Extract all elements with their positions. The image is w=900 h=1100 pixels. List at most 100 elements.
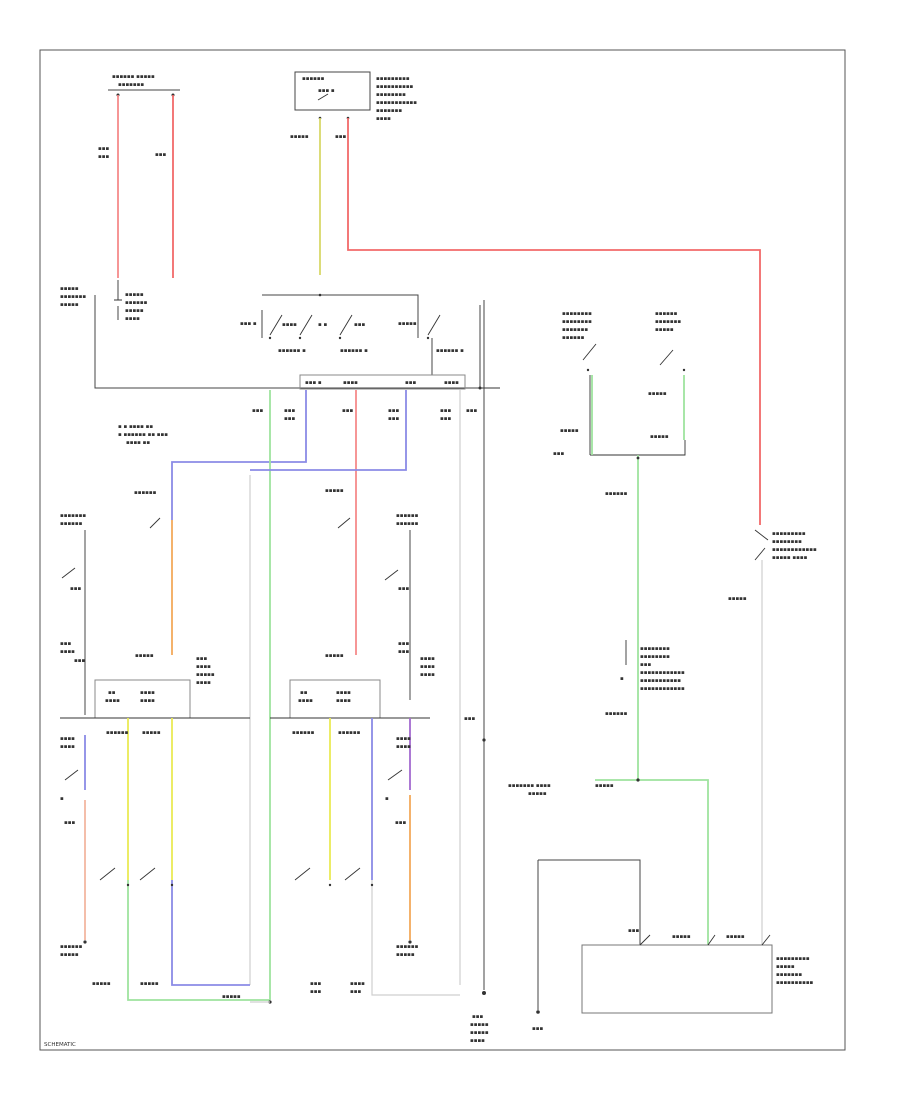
- svg-text:▪▪▪▪: ▪▪▪▪: [470, 1038, 485, 1044]
- svg-text:▪▪▪▪▪: ▪▪▪▪▪: [672, 934, 691, 940]
- svg-text:▪▪▪▪▪▪: ▪▪▪▪▪▪: [292, 730, 315, 736]
- right-door-lock: ▪▪▪▪▪ ▪▪▪▪▪▪ ▪▪▪▪▪▪ ▪▪▪ ▪▪▪ ▪▪▪ ▪▪▪▪▪ ▪▪…: [270, 488, 435, 719]
- svg-text:▪▪▪: ▪▪▪: [252, 408, 263, 414]
- svg-text:▪▪▪▪▪▪: ▪▪▪▪▪▪: [134, 490, 157, 496]
- svg-text:▪▪▪: ▪▪▪: [440, 416, 451, 422]
- svg-text:▪▪▪▪▪: ▪▪▪▪▪: [290, 134, 309, 140]
- svg-text:▪▪▪: ▪▪▪: [640, 662, 651, 668]
- svg-text:▪▪▪▪▪: ▪▪▪▪▪: [60, 952, 79, 958]
- svg-text:▪▪▪▪▪: ▪▪▪▪▪: [650, 434, 669, 440]
- svg-text:▪▪▪▪▪▪▪▪: ▪▪▪▪▪▪▪▪: [640, 654, 670, 660]
- wire-blue-1: [171, 390, 307, 520]
- wire-blue-left2: [171, 880, 250, 986]
- svg-text:▪▪▪: ▪▪▪: [98, 146, 109, 152]
- svg-text:▪▪▪▪: ▪▪▪▪: [336, 690, 351, 696]
- svg-text:▪▪▪▪▪: ▪▪▪▪▪: [325, 488, 344, 494]
- svg-text:▪▪▪▪: ▪▪▪▪: [140, 690, 155, 696]
- svg-text:▪▪▪: ▪▪▪: [388, 416, 399, 422]
- svg-text:▪▪▪▪▪: ▪▪▪▪▪: [125, 308, 144, 314]
- svg-text:▪▪▪▪▪: ▪▪▪▪▪: [398, 321, 417, 327]
- svg-text:▪▪▪▪▪▪ ▪: ▪▪▪▪▪▪ ▪: [436, 348, 464, 354]
- svg-text:▪▪▪: ▪▪▪: [155, 152, 166, 158]
- svg-text:▪▪▪▪: ▪▪▪▪: [105, 698, 120, 704]
- svg-text:▪▪▪▪▪: ▪▪▪▪▪: [648, 391, 667, 397]
- svg-text:▪▪▪: ▪▪▪: [472, 1014, 483, 1020]
- power-window-master-switch: ▪▪▪ ▪ ▪▪▪▪ ▪ ▪ ▪▪▪ ▪▪▪▪▪▪ ▪ ▪▪▪▪▪▪ ▪ ▪▪▪…: [94, 293, 500, 390]
- svg-text:▪▪▪▪▪▪▪▪: ▪▪▪▪▪▪▪▪: [562, 311, 592, 317]
- svg-text:▪▪▪▪: ▪▪▪▪: [420, 664, 435, 670]
- svg-text:▪▪▪: ▪▪▪: [398, 649, 409, 655]
- svg-text:▪: ▪: [60, 796, 64, 802]
- svg-text:▪▪▪▪▪▪: ▪▪▪▪▪▪: [60, 521, 83, 527]
- svg-text:▪▪: ▪▪: [108, 690, 116, 696]
- svg-text:▪▪▪ ▪: ▪▪▪ ▪: [318, 88, 335, 94]
- svg-text:▪: ▪: [385, 796, 389, 802]
- svg-text:▪▪▪: ▪▪▪: [342, 408, 353, 414]
- svg-text:▪▪▪▪: ▪▪▪▪: [420, 656, 435, 662]
- svg-text:▪▪▪▪▪▪▪▪: ▪▪▪▪▪▪▪▪: [376, 92, 406, 98]
- svg-text:▪▪▪▪: ▪▪▪▪: [336, 698, 351, 704]
- wire-green-left: [127, 880, 270, 1001]
- svg-text:▪▪▪▪▪: ▪▪▪▪▪: [196, 672, 215, 678]
- svg-text:▪▪▪: ▪▪▪: [310, 981, 321, 987]
- svg-text:▪▪▪▪▪▪▪▪: ▪▪▪▪▪▪▪▪: [562, 319, 592, 325]
- svg-text:▪▪▪: ▪▪▪: [464, 716, 475, 722]
- svg-text:▪▪▪▪: ▪▪▪▪: [396, 736, 411, 742]
- svg-text:▪▪▪: ▪▪▪: [70, 586, 81, 592]
- svg-text:▪▪▪▪▪: ▪▪▪▪▪: [655, 327, 674, 333]
- svg-text:▪▪▪▪▪▪▪▪: ▪▪▪▪▪▪▪▪: [640, 646, 670, 652]
- svg-text:▪▪▪▪: ▪▪▪▪: [60, 744, 75, 750]
- svg-text:▪▪▪▪▪▪▪: ▪▪▪▪▪▪▪: [562, 327, 588, 333]
- svg-text:▪▪▪▪▪▪: ▪▪▪▪▪▪: [338, 730, 361, 736]
- diagram-frame: [39, 49, 846, 1051]
- svg-text:▪▪▪: ▪▪▪: [354, 322, 365, 328]
- svg-text:▪▪▪▪▪: ▪▪▪▪▪: [92, 981, 111, 987]
- svg-text:▪▪▪▪▪▪▪▪▪: ▪▪▪▪▪▪▪▪▪: [376, 76, 410, 82]
- svg-text:▪▪▪▪▪▪ ▪: ▪▪▪▪▪▪ ▪: [278, 348, 306, 354]
- svg-text:▪▪▪: ▪▪▪: [388, 408, 399, 414]
- svg-text:▪▪▪▪▪▪: ▪▪▪▪▪▪: [396, 521, 419, 527]
- svg-text:▪▪▪▪▪▪▪▪▪: ▪▪▪▪▪▪▪▪▪: [772, 531, 806, 537]
- svg-text:▪▪▪▪▪: ▪▪▪▪▪: [726, 934, 745, 940]
- svg-text:▪▪▪▪▪: ▪▪▪▪▪: [135, 653, 154, 659]
- svg-text:▪▪▪▪▪: ▪▪▪▪▪: [396, 952, 415, 958]
- svg-text:▪▪▪: ▪▪▪: [440, 408, 451, 414]
- svg-text:▪▪▪▪▪▪▪: ▪▪▪▪▪▪▪: [376, 108, 402, 114]
- svg-text:▪▪▪▪▪▪▪: ▪▪▪▪▪▪▪: [655, 319, 681, 325]
- svg-text:▪▪▪▪▪▪▪▪: ▪▪▪▪▪▪▪▪: [772, 539, 802, 545]
- svg-text:▪▪▪▪▪▪▪: ▪▪▪▪▪▪▪: [60, 513, 86, 519]
- svg-text:▪▪▪▪▪: ▪▪▪▪▪: [142, 730, 161, 736]
- svg-text:▪▪▪▪▪: ▪▪▪▪▪: [560, 428, 579, 434]
- svg-text:▪▪▪▪▪▪▪▪▪▪▪▪: ▪▪▪▪▪▪▪▪▪▪▪▪: [640, 686, 685, 692]
- svg-text:▪▪▪: ▪▪▪: [466, 408, 477, 414]
- svg-text:▪▪▪▪▪▪▪▪▪▪▪▪: ▪▪▪▪▪▪▪▪▪▪▪▪: [772, 547, 817, 553]
- svg-text:▪▪▪▪▪▪: ▪▪▪▪▪▪: [106, 730, 129, 736]
- svg-text:▪▪▪▪▪▪▪▪▪▪: ▪▪▪▪▪▪▪▪▪▪: [776, 980, 814, 986]
- diagram-id: SCHEMATIC: [44, 1042, 76, 1048]
- svg-text:▪▪▪▪▪▪▪: ▪▪▪▪▪▪▪: [776, 972, 802, 978]
- svg-text:▪▪▪: ▪▪▪: [350, 989, 361, 995]
- svg-text:▪▪▪▪: ▪▪▪▪: [298, 698, 313, 704]
- svg-text:▪▪▪: ▪▪▪: [335, 134, 346, 140]
- wire-blue-2: [250, 390, 407, 471]
- wire-gray-right: [371, 880, 460, 996]
- svg-text:▪▪▪▪: ▪▪▪▪: [282, 322, 297, 328]
- svg-text:▪▪▪: ▪▪▪: [532, 1026, 543, 1032]
- svg-text:▪▪▪▪: ▪▪▪▪: [343, 380, 358, 386]
- svg-text:▪ ▪▪▪▪▪▪ ▪▪ ▪▪▪: ▪ ▪▪▪▪▪▪ ▪▪ ▪▪▪: [118, 432, 168, 438]
- svg-text:▪▪▪▪▪▪: ▪▪▪▪▪▪: [605, 711, 628, 717]
- wire-red-ign: [347, 118, 761, 525]
- svg-text:▪▪▪▪▪: ▪▪▪▪▪: [325, 653, 344, 659]
- svg-text:▪▪▪▪▪▪: ▪▪▪▪▪▪: [396, 944, 419, 950]
- svg-text:▪▪▪: ▪▪▪: [395, 820, 406, 826]
- svg-text:▪▪▪: ▪▪▪: [284, 408, 295, 414]
- svg-text:▪▪▪▪▪▪: ▪▪▪▪▪▪: [60, 944, 83, 950]
- svg-text:▪▪▪: ▪▪▪: [74, 658, 85, 664]
- svg-text:▪▪▪: ▪▪▪: [284, 416, 295, 422]
- svg-text:▪▪▪▪▪▪: ▪▪▪▪▪▪: [125, 300, 148, 306]
- svg-text:▪ ▪: ▪ ▪: [318, 322, 327, 328]
- svg-text:▪▪▪▪▪▪▪: ▪▪▪▪▪▪▪: [60, 294, 86, 300]
- left-door-lock: ▪▪▪▪▪▪▪ ▪▪▪▪▪▪ ▪▪▪ ▪▪▪▪▪▪ ▪▪▪ ▪▪▪▪ ▪▪▪ ▪…: [60, 490, 250, 719]
- svg-text:▪▪▪▪▪▪: ▪▪▪▪▪▪: [396, 513, 419, 519]
